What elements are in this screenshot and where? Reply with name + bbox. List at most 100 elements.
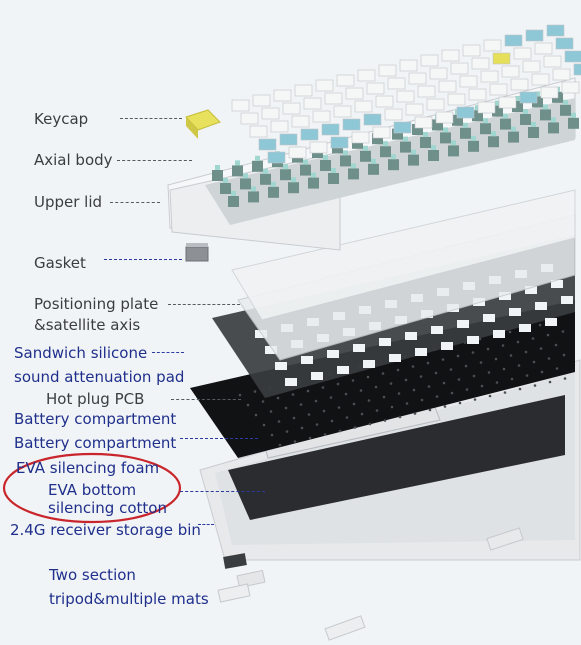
keycap xyxy=(519,91,538,104)
leader-positioning-plate xyxy=(168,304,240,305)
switch-stem xyxy=(215,165,220,170)
pcb-dot xyxy=(315,423,319,426)
keycap xyxy=(483,39,502,52)
label-axial-body: Axial body xyxy=(34,151,113,169)
mat-piece-3 xyxy=(486,527,524,551)
pcb-dot xyxy=(465,388,469,391)
switch xyxy=(260,173,271,185)
pcb-dot xyxy=(404,378,408,382)
keycap xyxy=(273,89,292,102)
switch-stem xyxy=(571,112,576,118)
switch-stem xyxy=(475,105,480,111)
keycap xyxy=(357,69,376,82)
switch xyxy=(348,168,359,180)
leader-axial-body xyxy=(117,160,192,161)
switch-stem xyxy=(291,177,296,183)
switch xyxy=(220,183,231,194)
keycap xyxy=(540,86,559,99)
pcb-dot xyxy=(261,400,265,403)
pcb-dot xyxy=(238,393,242,397)
pcb-dot xyxy=(533,384,537,387)
switch-stem xyxy=(371,158,376,164)
pcb-dot xyxy=(292,416,296,420)
pcb-dot xyxy=(419,375,423,378)
mat-piece-1 xyxy=(236,569,266,589)
switch xyxy=(280,169,291,181)
keycap xyxy=(372,126,391,139)
switch xyxy=(268,186,279,198)
switch xyxy=(388,159,399,171)
pcb-dot xyxy=(441,358,445,361)
switch xyxy=(468,140,479,152)
silicone-hole xyxy=(379,338,391,346)
label-sound-attenuation-pad: sound attenuation pad xyxy=(14,368,185,386)
keycap xyxy=(399,59,418,72)
pcb-dot xyxy=(300,426,304,430)
switch xyxy=(340,155,351,167)
pcb-dot xyxy=(488,394,492,398)
pcb-dot xyxy=(561,330,565,333)
label-sandwich-silicone: Sandwich silicone xyxy=(14,344,148,362)
switch xyxy=(488,136,499,148)
pcb-dot xyxy=(366,375,370,379)
keycap xyxy=(315,79,334,92)
switch xyxy=(428,150,439,161)
pcb-dot xyxy=(276,396,280,400)
switch-stem xyxy=(243,173,248,179)
switch-stem xyxy=(431,145,436,150)
leader-hot-plug-pcb xyxy=(171,399,241,400)
keycap-yellow-sample xyxy=(185,109,221,131)
eva-bottom-cotton xyxy=(228,395,565,520)
keycap xyxy=(543,55,562,68)
label-gasket: Gasket xyxy=(34,254,86,272)
keycap xyxy=(450,62,469,75)
pcb-dot xyxy=(359,389,363,392)
switch-stem xyxy=(283,164,288,170)
switch-stem xyxy=(271,181,276,187)
keycap xyxy=(330,136,349,149)
switch-stem xyxy=(531,122,536,127)
switch xyxy=(500,118,511,130)
pcb-dot xyxy=(291,393,295,396)
switch xyxy=(300,164,311,176)
pcb-dot xyxy=(398,415,402,419)
silicone-hole xyxy=(509,308,521,316)
pcb-dot xyxy=(270,433,274,437)
switch-stem xyxy=(343,150,348,156)
silicone-hole xyxy=(431,326,443,334)
switch-stem xyxy=(411,149,416,155)
pcb-dot xyxy=(442,381,446,385)
keycap xyxy=(447,93,466,106)
silicone-hole xyxy=(441,342,453,350)
pcb-dot xyxy=(457,378,461,381)
pcb-dot xyxy=(389,382,393,385)
keycap xyxy=(456,106,475,119)
keycap xyxy=(258,138,277,151)
pcb-dot xyxy=(473,398,477,401)
pcb-dot xyxy=(555,367,559,370)
switch xyxy=(508,131,519,143)
pcb-dot xyxy=(508,330,512,334)
keycap xyxy=(345,87,364,100)
keycap xyxy=(552,68,571,81)
keycap xyxy=(354,100,373,113)
switch-stem xyxy=(235,160,240,166)
keycap xyxy=(477,101,496,114)
pcb-dot xyxy=(329,396,333,399)
keycap xyxy=(510,78,529,91)
keycap xyxy=(573,63,581,76)
pcb-dot xyxy=(554,343,558,347)
switch xyxy=(400,141,411,153)
pcb-dot xyxy=(344,392,348,396)
keycap xyxy=(393,121,412,134)
keycap xyxy=(534,42,553,55)
keycap xyxy=(405,103,424,116)
pcb-dot xyxy=(411,365,415,368)
pcb-dot xyxy=(382,395,386,399)
silicone-hole xyxy=(483,314,495,322)
leader-upper-lid xyxy=(110,202,160,203)
switch xyxy=(392,128,403,140)
switch xyxy=(460,127,471,139)
label-positioning-plate-line1: Positioning plate xyxy=(34,295,159,313)
keycap xyxy=(468,88,487,101)
